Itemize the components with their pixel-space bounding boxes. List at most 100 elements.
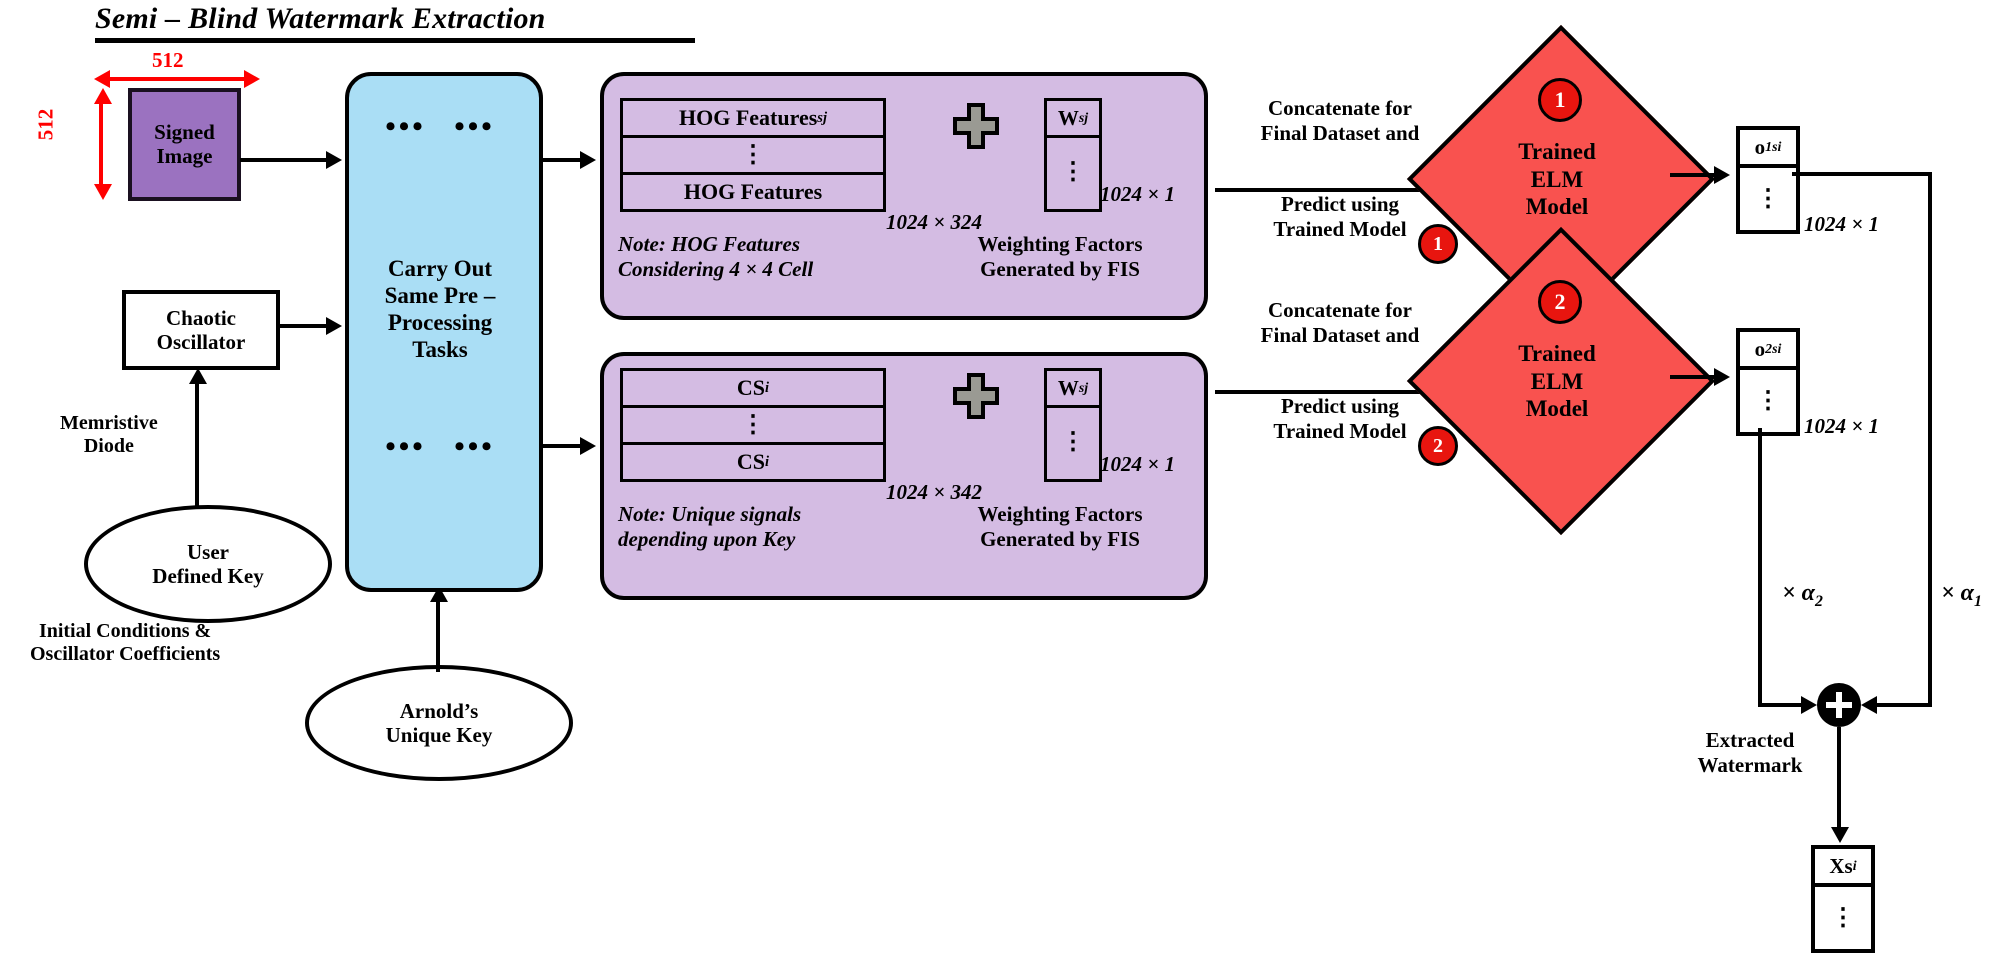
hog-matrix-bottom-label: HOG Features — [683, 179, 823, 204]
extracted-line2: Watermark — [1697, 753, 1803, 778]
hog-weight-dims: 1024 × 1 — [1100, 182, 1175, 206]
alpha2-sub: 2 — [1814, 592, 1823, 610]
init-cond-line1: Initial Conditions & — [38, 620, 212, 642]
preprocessing-label: Carry Out Same Pre – Processing Tasks — [345, 255, 535, 364]
cs-weight-head-label: W — [1057, 375, 1079, 400]
title-underline — [95, 38, 695, 43]
cs-note: Note: Unique signals depending upon Key — [618, 502, 801, 552]
hog-note: Note: HOG Features Considering 4 × 4 Cel… — [618, 232, 813, 282]
memristive-line2: Diode — [83, 435, 134, 457]
output1-head-sub: 1si — [1765, 139, 1782, 154]
dimension-height-line — [99, 102, 103, 186]
preprocessing-block — [345, 72, 543, 592]
arrow-arnold-to-preproc-line — [436, 600, 440, 672]
elm1-line3: Model — [1525, 194, 1589, 220]
output2-head-sub: 2si — [1765, 341, 1782, 356]
dots-icon: ••• — [454, 430, 495, 463]
route2-into-sum — [1758, 703, 1804, 707]
elm2-line3: Model — [1525, 396, 1589, 422]
vertical-dots-icon: ⋮ — [1756, 387, 1780, 414]
cs-weighting-line1: Weighting Factors — [977, 502, 1143, 526]
concat2-badge: 2 — [1418, 426, 1458, 466]
arrow-sum-to-result-head — [1831, 827, 1849, 843]
result-head-label: Xs — [1829, 853, 1853, 878]
alpha1-sub: 1 — [1973, 592, 1982, 610]
alpha2-label: × α2 — [1782, 580, 1823, 611]
chaotic-oscillator-line2: Oscillator — [156, 330, 246, 354]
cs-note-line2: depending upon Key — [618, 527, 796, 552]
elm1-line2: ELM — [1530, 166, 1584, 192]
hog-weighting-label: Weighting Factors Generated by FIS — [930, 232, 1190, 282]
concat1-line3: Predict using — [1280, 192, 1400, 216]
cs-signal-panel — [600, 352, 1208, 600]
arrow-preproc-to-cs-line — [540, 444, 582, 448]
concat1-line4: Trained Model — [1273, 217, 1407, 242]
vertical-dots-icon: ⋮ — [1061, 428, 1085, 455]
concat-label-2: Concatenate for Final Dataset and — [1215, 298, 1465, 348]
route2-vertical — [1758, 428, 1762, 705]
dimension-width-line — [110, 77, 246, 81]
dimension-width-label: 512 — [152, 48, 184, 72]
concat2-line4: Trained Model — [1273, 419, 1407, 444]
init-cond-line2: Oscillator Coefficients — [30, 643, 221, 665]
alpha1-symbol: × α — [1941, 580, 1974, 606]
dimension-height-label: 512 — [33, 108, 58, 141]
preproc-dots-top: ••• ••• — [345, 110, 535, 143]
arnold-key-line1: Arnold’s — [399, 698, 479, 723]
hog-weight-head-label: W — [1057, 105, 1079, 130]
arnold-key-line2: Unique Key — [385, 723, 493, 747]
memristive-diode-label: Memristive Diode — [60, 412, 158, 458]
concat1-line2: Final Dataset and — [1260, 121, 1420, 146]
hog-weighting-line1: Weighting Factors — [977, 232, 1143, 256]
cs-weight-head-sub: sj — [1078, 380, 1089, 395]
plus-circle-icon — [1817, 683, 1861, 727]
cs-matrix-dims: 1024 × 342 — [886, 480, 982, 504]
arrow-concat2-line — [1215, 390, 1429, 394]
preproc-line1: Carry Out — [387, 256, 493, 281]
preproc-dots-bottom: ••• ••• — [345, 430, 535, 463]
extracted-line1: Extracted — [1705, 728, 1795, 752]
elm2-line2: ELM — [1530, 368, 1584, 394]
concat-label-2b: Predict using Trained Model — [1215, 394, 1465, 444]
route1-vertical — [1928, 172, 1932, 705]
dots-icon: ••• — [385, 430, 426, 463]
arrow-preproc-to-hog-head — [580, 151, 596, 169]
route1-into-sum — [1869, 703, 1932, 707]
signed-image-block: Signed Image — [128, 88, 241, 201]
cs-matrix-top-sub: i — [765, 379, 770, 396]
elm-model-1-badge: 1 — [1538, 78, 1582, 122]
output1-dims: 1024 × 1 — [1804, 212, 1879, 236]
cs-matrix-row-dots: ⋮ — [623, 408, 883, 445]
concat2-line1: Concatenate for — [1267, 298, 1413, 322]
preproc-line3: Processing — [387, 310, 493, 336]
dimension-height-arrow-down — [94, 184, 112, 200]
hog-weight-head-sub: sj — [1078, 110, 1089, 125]
elm-model-2-badge: 2 — [1538, 280, 1582, 324]
elm1-line1: Trained — [1518, 139, 1596, 164]
preproc-line2: Same Pre – — [384, 283, 496, 309]
elm2-line1: Trained — [1518, 341, 1596, 366]
alpha2-symbol: × α — [1782, 580, 1815, 606]
cs-note-line1: Note: Unique signals — [618, 502, 802, 526]
arrow-oscillator-to-preproc-line — [276, 324, 328, 328]
output1-body: ⋮ — [1740, 168, 1796, 230]
arnolds-unique-key-node: Arnold’s Unique Key — [305, 665, 573, 781]
arrow-preproc-to-cs-head — [580, 437, 596, 455]
dots-icon: ••• — [385, 110, 426, 143]
preproc-line4: Tasks — [412, 337, 468, 363]
route1-horizontal — [1792, 172, 1932, 176]
vertical-dots-icon: ⋮ — [741, 411, 765, 438]
hog-matrix-top-sub: sj — [817, 109, 827, 126]
vertical-dots-icon: ⋮ — [1756, 185, 1780, 212]
chaotic-oscillator-block: Chaotic Oscillator — [122, 290, 280, 370]
page-title: Semi – Blind Watermark Extraction — [95, 2, 546, 35]
cs-weight-dims: 1024 × 1 — [1100, 452, 1175, 476]
arrow-sum-to-result-line — [1837, 727, 1841, 831]
